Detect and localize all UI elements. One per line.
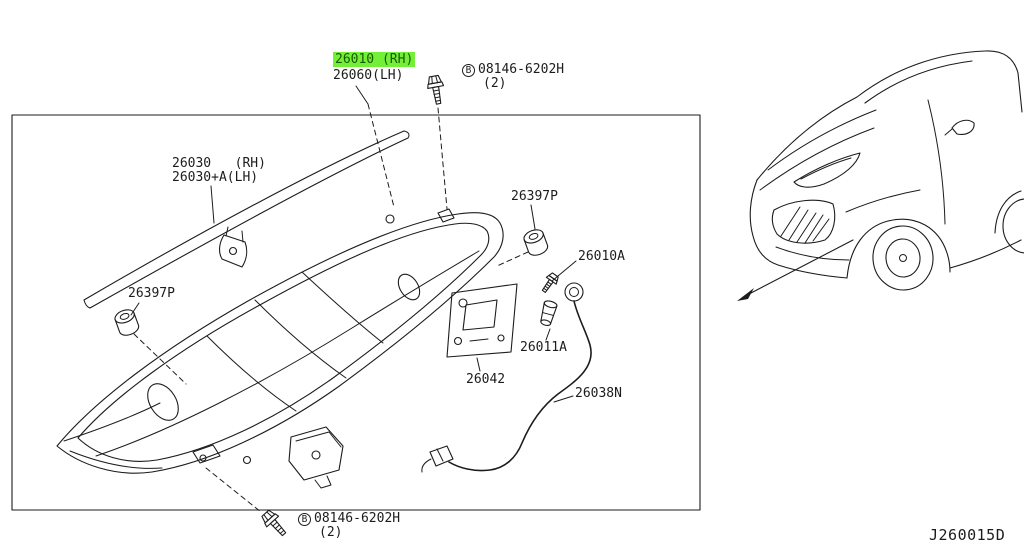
part-label-26010a: 26010A (578, 249, 625, 264)
grommet-26397p-left (114, 309, 140, 336)
part-label-26397p-right: 26397P (511, 189, 558, 204)
bracket-26042 (446, 283, 518, 358)
part-label-26010[interactable]: 26010 (RH) (333, 52, 416, 67)
bolt-top-number: 08146-6202H (478, 62, 565, 77)
part-label-26030-rh: 26030 (RH) (172, 156, 266, 171)
screw-26010a (541, 272, 559, 293)
part-label-26042: 26042 (466, 372, 506, 387)
part-label-26060: 26060(LH) (333, 68, 404, 83)
harness-26038n (421, 282, 592, 473)
trim-strip-26030 (83, 130, 410, 309)
circled-b-icon: B (298, 513, 311, 526)
location-arrow (737, 239, 854, 301)
dashed-leader-lines (133, 103, 529, 513)
part-label-26397p-left: 26397P (128, 286, 175, 301)
bulb-26011a (540, 300, 558, 326)
diagram-code: J260015D (929, 526, 1006, 544)
bolt-icon-bottom (261, 509, 287, 537)
car-illustration (749, 50, 1024, 291)
headlamp-assembly (56, 208, 504, 489)
bolt-icon-top (427, 74, 445, 105)
leader-lines (130, 85, 577, 403)
part-label-26038n: 26038N (575, 386, 622, 401)
part-label-26011a: 26011A (520, 340, 567, 355)
part-number-highlight[interactable]: 26010 (RH) (333, 52, 416, 67)
grommet-26397p-right (523, 229, 549, 256)
bolt-bottom-number: 08146-6202H (314, 511, 401, 526)
bolt-label-top-qty: (2) (483, 76, 507, 91)
part-label-26030-lh: 26030+A(LH) (172, 170, 259, 185)
circled-b-icon: B (462, 64, 475, 77)
bolt-label-bottom-qty: (2) (319, 525, 343, 540)
border-box (11, 114, 701, 511)
